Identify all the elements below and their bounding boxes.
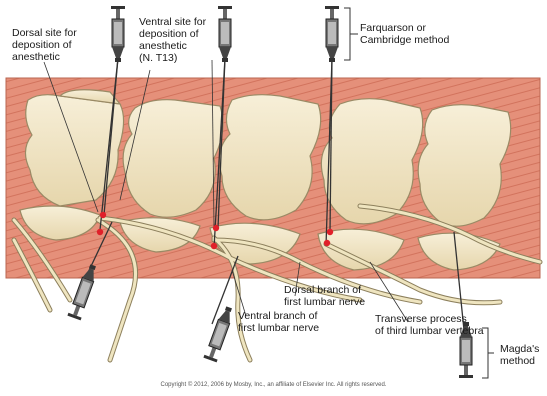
syringe-icon — [203, 305, 235, 362]
label-transverse-process: Transverse process of third lumbar verte… — [375, 313, 484, 337]
label-dorsal-site: Dorsal site for deposition of anesthetic — [12, 27, 77, 63]
copyright-notice: Copyright © 2012, 2006 by Mosby, Inc., a… — [0, 382, 547, 388]
label-magda: Magda's method — [500, 343, 539, 367]
syringe-icon — [325, 6, 339, 62]
syringe-icon — [111, 6, 125, 62]
label-farquarson: Farquarson or Cambridge method — [360, 22, 449, 46]
label-ventral-site: Ventral site for deposition of anestheti… — [139, 16, 206, 64]
label-ventral-branch: Ventral branch of first lumbar nerve — [238, 310, 319, 334]
syringe-icon — [218, 6, 232, 62]
label-dorsal-branch: Dorsal branch of first lumbar nerve — [284, 284, 365, 308]
